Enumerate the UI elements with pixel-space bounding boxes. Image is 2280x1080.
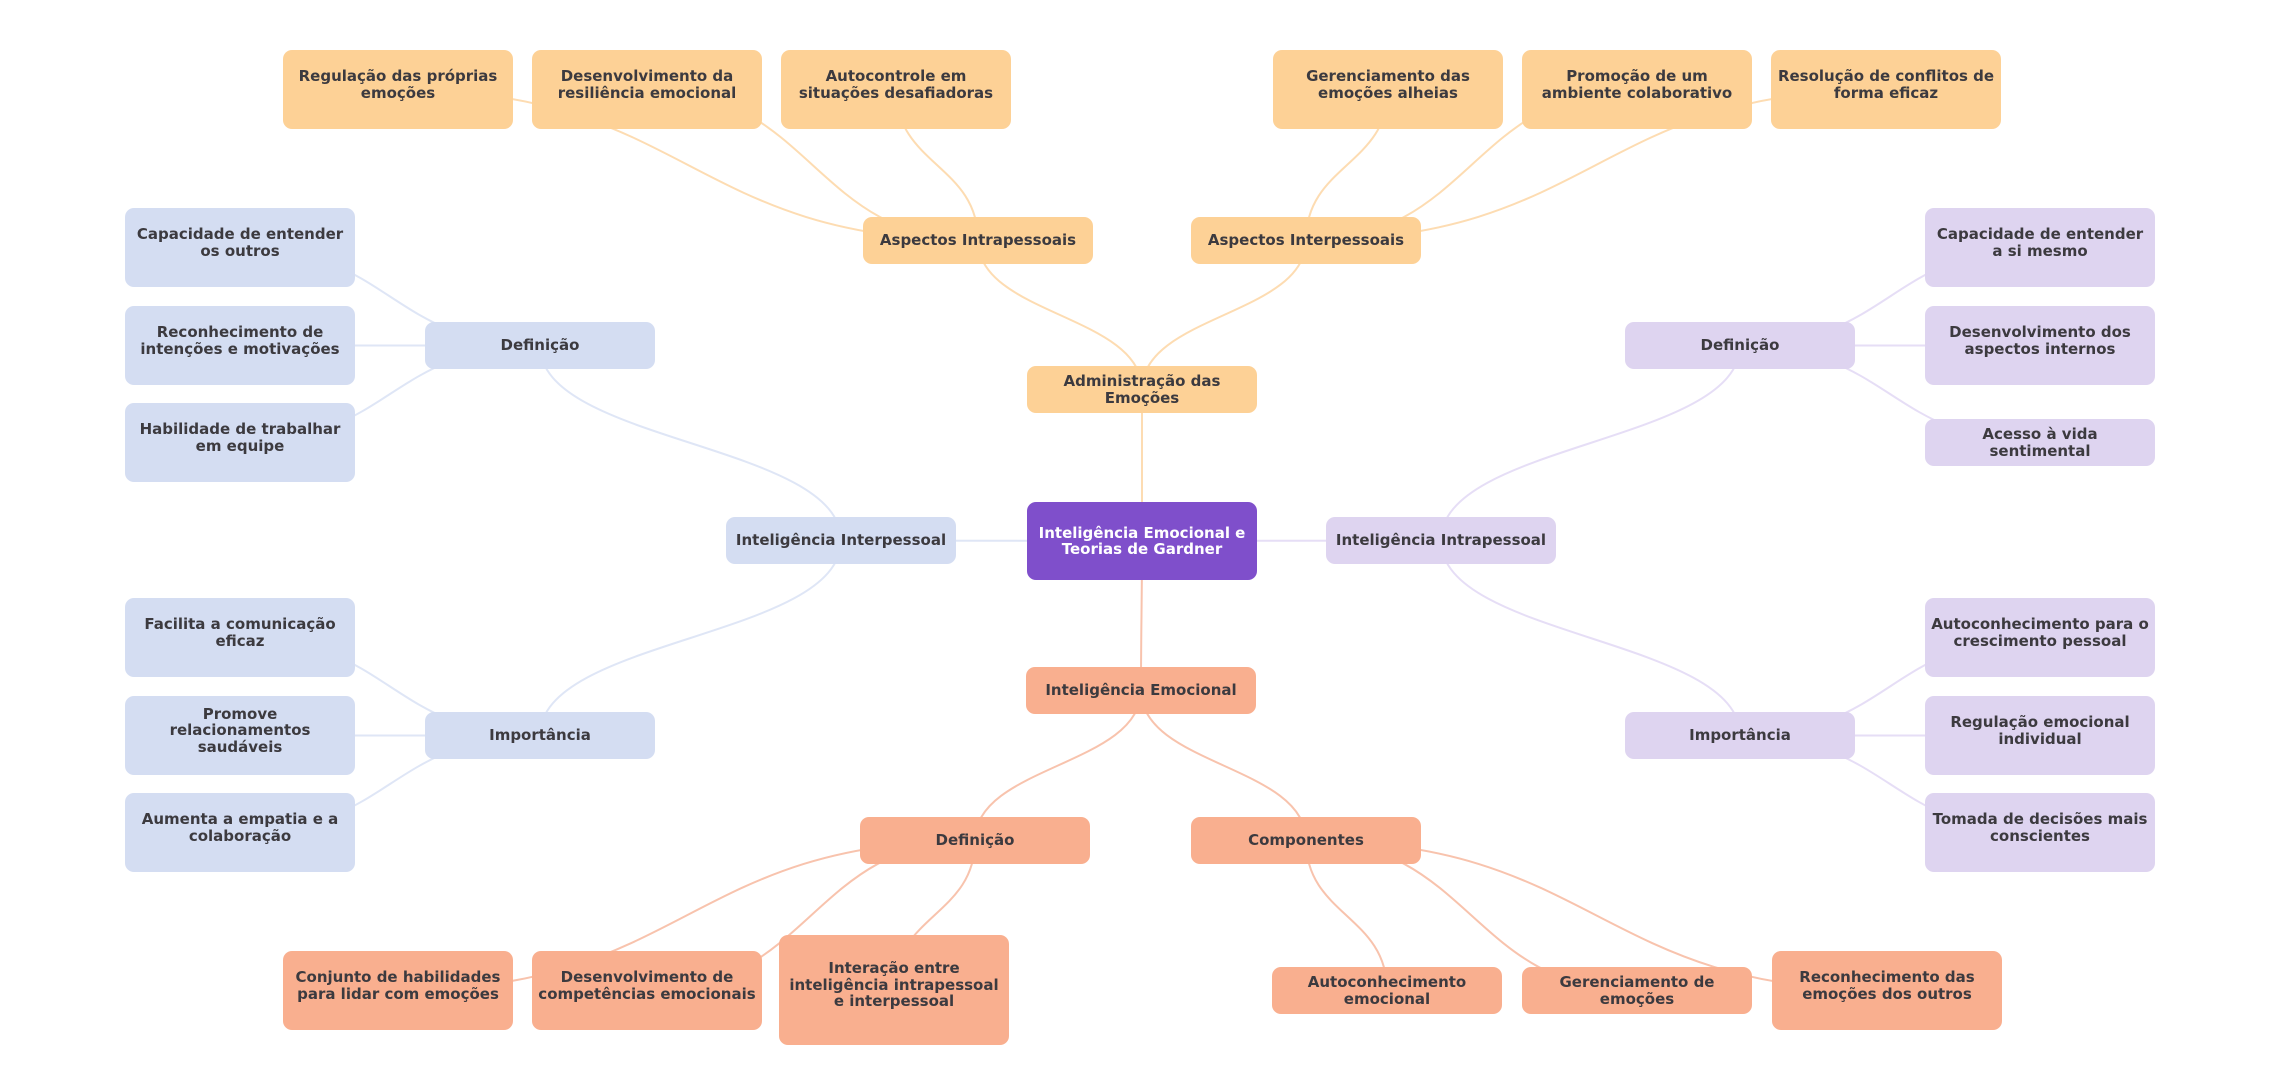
node-habilidade-equipe[interactable]: Habilidade de trabalhar em equipe	[125, 403, 355, 482]
node-label: Autocontrole em situações desafiadoras	[798, 67, 994, 102]
node-label: Importância	[489, 726, 591, 745]
connector-ie-to-ie-comp	[1140, 690, 1307, 841]
node-interacao[interactable]: Interação entre inteligência intrapessoa…	[779, 935, 1009, 1045]
node-resiliencia[interactable]: Desenvolvimento da resiliência emocional	[532, 50, 762, 129]
root-node[interactable]: Inteligência Emocional e Teorias de Gard…	[1027, 502, 1257, 580]
connector-interpessoal-to-inter-imp	[539, 540, 842, 736]
node-label: Autoconhecimento emocional	[1307, 973, 1467, 1008]
node-ie-def[interactable]: Definição	[860, 817, 1090, 864]
node-asp-intra[interactable]: Aspectos Intrapessoais	[863, 217, 1093, 264]
connector-ie-comp-to-autoconh-emocional	[1305, 840, 1388, 991]
node-label: Desenvolvimento dos aspectos internos	[1949, 323, 2131, 358]
node-label: Definição	[1700, 336, 1780, 355]
node-label: Reconhecimento das emoções dos outros	[1799, 968, 1975, 1003]
node-label: Habilidade de trabalhar em equipe	[139, 420, 341, 455]
node-label: Inteligência Emocional e Teorias de Gard…	[1038, 523, 1246, 558]
node-regulacao-proprias[interactable]: Regulação das próprias emoções	[283, 50, 513, 129]
connector-intrapessoal-to-intra-imp	[1440, 540, 1741, 736]
node-interpessoal[interactable]: Inteligência Interpessoal	[726, 517, 956, 564]
node-intra-imp[interactable]: Importância	[1625, 712, 1855, 759]
node-label: Capacidade de entender a si mesmo	[1936, 225, 2144, 260]
node-intra-def[interactable]: Definição	[1625, 322, 1855, 369]
node-label: Componentes	[1248, 831, 1364, 850]
node-label: Aumenta a empatia e a colaboração	[141, 810, 339, 845]
node-label: Importância	[1689, 726, 1791, 745]
node-cap-si[interactable]: Capacidade de entender a si mesmo	[1925, 208, 2155, 287]
node-regulacao-indiv[interactable]: Regulação emocional individual	[1925, 696, 2155, 775]
node-label: Inteligência Emocional	[1045, 681, 1237, 700]
node-admin[interactable]: Administração das Emoções	[1027, 366, 1257, 413]
connector-admin-to-asp-inter	[1141, 240, 1307, 390]
node-gerenc-emocoes[interactable]: Gerenciamento de emoções	[1522, 967, 1752, 1014]
node-autocontrole[interactable]: Autocontrole em situações desafiadoras	[781, 50, 1011, 129]
node-label: Gerenciamento de emoções	[1559, 973, 1715, 1008]
node-autoconh-cresc[interactable]: Autoconhecimento para o crescimento pess…	[1925, 598, 2155, 677]
node-desenv-internos[interactable]: Desenvolvimento dos aspectos internos	[1925, 306, 2155, 385]
node-promocao[interactable]: Promoção de um ambiente colaborativo	[1522, 50, 1752, 129]
node-label: Interação entre inteligência intrapessoa…	[789, 959, 999, 1011]
node-ie-comp[interactable]: Componentes	[1191, 817, 1421, 864]
node-facilita-comunicacao[interactable]: Facilita a comunicação eficaz	[125, 598, 355, 677]
node-acesso-vida[interactable]: Acesso à vida sentimental	[1925, 419, 2155, 466]
node-label: Promoção de um ambiente colaborativo	[1541, 67, 1733, 102]
node-asp-inter[interactable]: Aspectos Interpessoais	[1191, 217, 1421, 264]
node-resolucao[interactable]: Resolução de conflitos de forma eficaz	[1771, 50, 2001, 129]
node-intrapessoal[interactable]: Inteligência Intrapessoal	[1326, 517, 1556, 564]
node-cap-outros[interactable]: Capacidade de entender os outros	[125, 208, 355, 287]
node-label: Regulação das próprias emoções	[298, 67, 498, 102]
node-label: Resolução de conflitos de forma eficaz	[1777, 67, 1995, 102]
node-label: Inteligência Interpessoal	[735, 531, 947, 550]
node-reconh-intencoes[interactable]: Reconhecimento de intenções e motivações	[125, 306, 355, 385]
node-label: Administração das Emoções	[1063, 372, 1221, 407]
node-autoconh-emocional[interactable]: Autoconhecimento emocional	[1272, 967, 1502, 1014]
node-label: Acesso à vida sentimental	[1982, 425, 2098, 460]
node-label: Facilita a comunicação eficaz	[144, 615, 336, 650]
node-aumenta-empatia[interactable]: Aumenta a empatia e a colaboração	[125, 793, 355, 872]
node-gerenc-alheias[interactable]: Gerenciamento das emoções alheias	[1273, 50, 1503, 129]
node-tomada-decisoes[interactable]: Tomada de decisões mais conscientes	[1925, 793, 2155, 872]
node-inter-def[interactable]: Definição	[425, 322, 655, 369]
node-label: Conjunto de habilidades para lidar com e…	[295, 968, 501, 1003]
node-label: Autoconhecimento para o crescimento pess…	[1931, 615, 2149, 650]
node-label: Regulação emocional individual	[1950, 713, 2130, 748]
node-conjunto-habilidades[interactable]: Conjunto de habilidades para lidar com e…	[283, 951, 513, 1030]
node-label: Aspectos Interpessoais	[1207, 231, 1405, 250]
node-reconh-outros[interactable]: Reconhecimento das emoções dos outros	[1772, 951, 2002, 1030]
node-label: Tomada de decisões mais conscientes	[1932, 810, 2148, 845]
node-label: Promove relacionamentos saudáveis	[169, 704, 311, 756]
node-label: Gerenciamento das emoções alheias	[1306, 67, 1470, 102]
node-label: Definição	[500, 336, 580, 355]
node-promove-relac[interactable]: Promove relacionamentos saudáveis	[125, 696, 355, 775]
node-inter-imp[interactable]: Importância	[425, 712, 655, 759]
node-label: Reconhecimento de intenções e motivações	[140, 323, 340, 358]
node-label: Desenvolvimento da resiliência emocional	[557, 67, 737, 102]
node-label: Inteligência Intrapessoal	[1335, 531, 1547, 550]
connector-intrapessoal-to-intra-def	[1440, 345, 1741, 541]
node-ie[interactable]: Inteligência Emocional	[1026, 667, 1256, 714]
node-label: Capacidade de entender os outros	[136, 225, 344, 260]
node-desenv-competencias[interactable]: Desenvolvimento de competências emociona…	[532, 951, 762, 1030]
node-label: Definição	[935, 831, 1015, 850]
node-label: Desenvolvimento de competências emociona…	[538, 968, 756, 1003]
connector-admin-to-asp-intra	[977, 240, 1143, 390]
connector-interpessoal-to-inter-def	[539, 345, 842, 541]
node-label: Aspectos Intrapessoais	[879, 231, 1077, 250]
connector-ie-to-ie-def	[974, 690, 1142, 841]
